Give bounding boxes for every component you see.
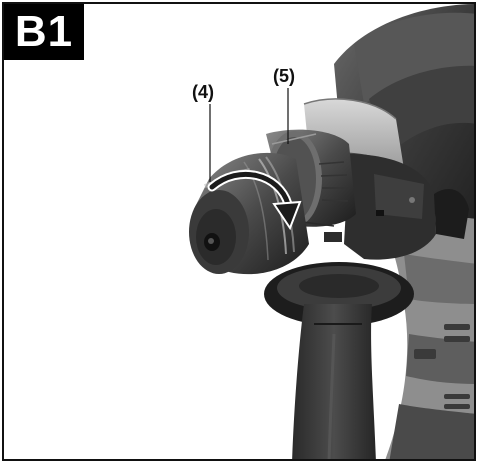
callout-part-5: (5) [273,66,295,86]
rotation-arrow-icon [207,169,302,231]
figure-label-badge: B1 [4,4,84,60]
callout-leader-lines [209,88,289,182]
callout-part-4: (4) [192,82,214,102]
figure-frame: B1 (4) (5) [2,2,476,461]
front-body-block [344,154,469,260]
lower-housing [374,204,474,459]
auxiliary-handle [264,262,414,459]
drill-chuck-illustration [189,4,474,459]
